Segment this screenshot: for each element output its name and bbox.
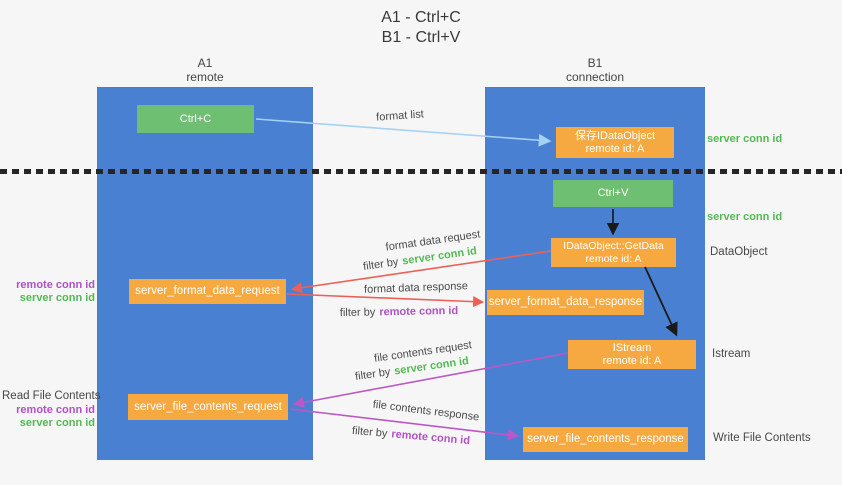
remote-conn-id-label-1: remote conn id — [16, 279, 95, 291]
save-idataobject-box: 保存IDataObject remote id: A — [556, 127, 674, 158]
title-line-1: A1 - Ctrl+C — [381, 9, 461, 26]
ctrl-c-label: Ctrl+C — [179, 112, 212, 125]
ctrl-v-box: Ctrl+V — [553, 180, 673, 207]
lane-a1-name: A1 — [197, 56, 213, 70]
format-list-label: format list — [375, 108, 425, 124]
left-conn-id-group-2: remote conn id server conn id — [0, 404, 95, 430]
istream-line1: IStream — [612, 341, 652, 354]
getdata-line2: remote id: A — [585, 252, 642, 265]
lane-header-b1: B1 connection — [485, 56, 705, 84]
filter-remote-conn-id-2: remote conn id — [379, 304, 459, 319]
diagram-title: A1 - Ctrl+C B1 - Ctrl+V — [0, 8, 842, 48]
server-format-data-request-label: server_format_data_request — [135, 285, 280, 297]
server-file-contents-response-box: server_file_contents_response — [523, 427, 688, 452]
istream-side-label: Istream — [712, 348, 751, 360]
left-conn-id-group-1: remote conn id server conn id — [0, 279, 95, 305]
ctrl-v-label: Ctrl+V — [597, 187, 629, 199]
remote-conn-id-label-2: remote conn id — [16, 404, 95, 416]
format-data-response-label: format data response — [363, 280, 469, 296]
server-format-data-response-label: server_format_data_response — [488, 296, 643, 308]
dashed-separator-line — [0, 169, 842, 174]
server-file-contents-request-label: server_file_contents_request — [134, 400, 282, 413]
server-conn-id-label-2: server conn id — [19, 417, 95, 429]
lane-a1-subtitle: remote — [186, 70, 224, 84]
ctrl-c-box: Ctrl+C — [137, 105, 254, 133]
format-data-response-arrow — [286, 293, 485, 308]
filter-by-text-2: filter by — [339, 306, 376, 320]
title-line-2: B1 - Ctrl+V — [381, 29, 461, 46]
server-conn-id-label-top: server conn id — [707, 133, 783, 145]
lane-header-a1: A1 remote — [97, 56, 313, 84]
filter-by-text-4: filter by — [351, 424, 388, 440]
istream-box: IStream remote id: A — [568, 340, 696, 369]
istream-line2: remote id: A — [602, 354, 662, 367]
server-file-contents-response-label: server_file_contents_response — [527, 433, 684, 445]
filter-by-text-1: filter by — [362, 256, 400, 273]
write-file-contents-label: Write File Contents — [713, 432, 811, 444]
server-format-data-response-box: server_format_data_response — [487, 290, 644, 315]
idataobject-getdata-box: IDataObject::GetData remote id: A — [551, 238, 676, 267]
server-conn-id-label-mid: server conn id — [707, 211, 783, 223]
read-file-contents-label: Read File Contents — [2, 390, 101, 402]
filter-by-text-3: filter by — [354, 366, 392, 383]
lane-b1-name: B1 — [587, 56, 603, 70]
filter-remote-conn-id-4: remote conn id — [390, 428, 471, 448]
file-contents-response-label: file contents response — [372, 398, 480, 424]
save-idataobject-line2: remote id: A — [585, 142, 645, 155]
server-conn-id-label-1: server conn id — [19, 292, 95, 304]
lane-b1-subtitle: connection — [565, 70, 625, 84]
server-format-data-request-box: server_format_data_request — [129, 279, 286, 304]
save-idataobject-line1: 保存IDataObject — [574, 129, 656, 142]
getdata-line1: IDataObject::GetData — [563, 239, 664, 252]
server-file-contents-request-box: server_file_contents_request — [128, 394, 288, 420]
dataobject-label: DataObject — [710, 246, 768, 258]
